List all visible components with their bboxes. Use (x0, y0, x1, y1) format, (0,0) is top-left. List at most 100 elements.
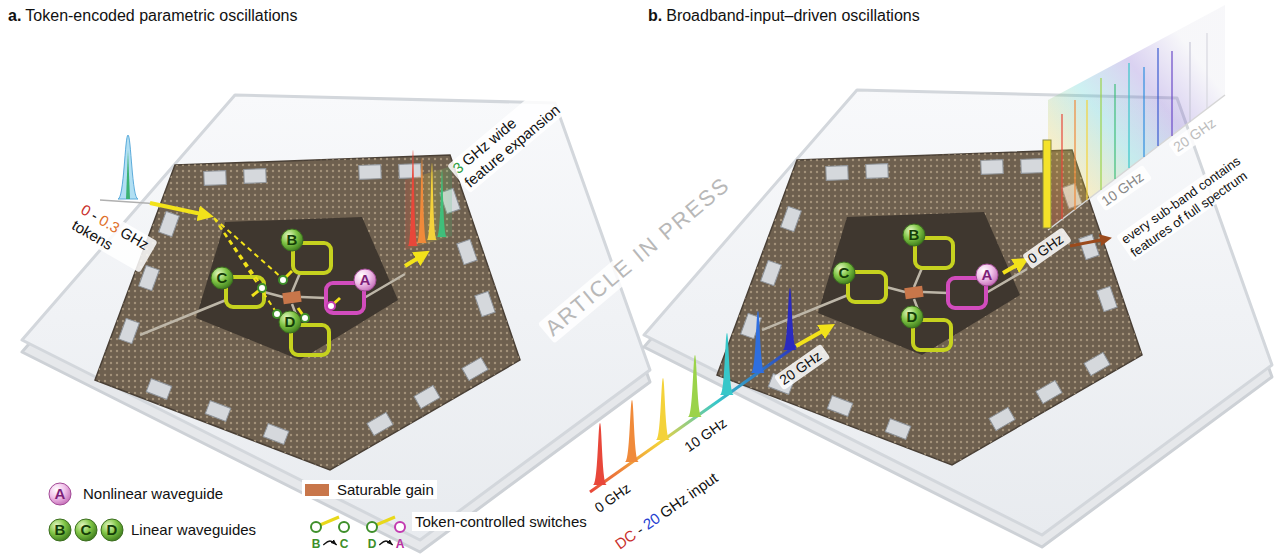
output-bar (1114, 84, 1116, 179)
input-peak (625, 400, 639, 462)
input-peak (656, 378, 670, 440)
input-peak (783, 288, 797, 350)
switch-terminal: C (338, 537, 351, 553)
output-bar (1061, 114, 1063, 219)
waveguide-marker: D (900, 305, 924, 329)
output-bar (1100, 78, 1102, 190)
output-arrow (1003, 262, 1022, 273)
label-text: GHz (117, 223, 152, 254)
axis-label: 0 GHz (1022, 227, 1072, 269)
waveguide-marker: C (832, 261, 856, 285)
feature-peak (437, 170, 447, 237)
switch-dot (327, 302, 335, 310)
switch-dot (301, 314, 309, 322)
sphere (75, 519, 97, 541)
feature-peak (417, 158, 427, 243)
token-peak (118, 135, 138, 199)
switch-terminal-icon (395, 522, 405, 532)
waveguide-marker: A (975, 263, 999, 287)
axis-label: 10 GHz (679, 411, 735, 457)
input-peak (720, 333, 734, 395)
output-arrow (405, 255, 423, 266)
waveguide-letter: A (982, 266, 993, 283)
legend-marker: D (100, 518, 124, 542)
label-text: Token-encoded parametric oscillations (25, 6, 297, 25)
label-text: every sub-band contains features of full… (1118, 142, 1268, 260)
label-text: 0 GHz (591, 480, 633, 517)
token-control-line (214, 218, 282, 312)
sphere (49, 519, 71, 541)
output-bar-highlight (1043, 140, 1051, 228)
switch-terminal-icon (339, 522, 349, 532)
chip-b (644, 90, 1272, 547)
label-text: 20 GHz (776, 348, 825, 389)
switch-terminal: D (366, 537, 379, 553)
legend-entry: Saturable gain (302, 480, 437, 499)
legend-entry: Nonlinear waveguide (80, 484, 226, 503)
switch-dot (258, 284, 266, 292)
input-spectrum (590, 288, 800, 492)
axis-label: 20 GHz (1168, 111, 1224, 157)
waveguide-letter: A (360, 271, 371, 288)
token-band-label: 0-0.3GHztokens (66, 199, 158, 273)
legend-swatch (305, 484, 329, 496)
axis-label: 10 GHz (1096, 165, 1152, 211)
token-peak (126, 150, 130, 199)
waveguide-letter: D (285, 313, 296, 330)
label-text: b. (648, 6, 662, 25)
callout-arrow (1070, 239, 1106, 246)
label-text: GHz input (656, 469, 721, 522)
waveguide-letter: D (107, 521, 118, 538)
waveguide-letter: C (81, 521, 92, 538)
waveguide-letter: D (907, 308, 918, 325)
legend-text: Linear waveguides (131, 521, 256, 538)
waveguide-marker: A (353, 268, 377, 292)
label-text: 10 GHz (1098, 169, 1147, 210)
waveguide-letter: C (217, 269, 228, 286)
sphere (354, 269, 376, 291)
waveguide-marker: C (210, 266, 234, 290)
legend-entry: Token-controlled switches (412, 512, 590, 531)
sphere (279, 311, 301, 333)
watermark: ARTICLE IN PRESS (538, 166, 743, 344)
output-bar (1157, 48, 1159, 146)
output-bar (1206, 33, 1208, 108)
waveguide-letter: D (368, 538, 377, 552)
switch-terminal: B (310, 537, 323, 553)
waveguide-marker: B (902, 223, 926, 247)
legend-text: Token-controlled switches (415, 513, 587, 530)
spectrum-axis (590, 343, 800, 492)
waveguide-letter: C (839, 264, 850, 281)
label-text: Broadband-input–driven oscillations (666, 6, 920, 25)
sphere (903, 224, 925, 246)
label-text: a. (8, 6, 21, 25)
switch-dot (279, 276, 287, 284)
waveguide-marker: D (278, 310, 302, 334)
input-arrow (150, 203, 206, 215)
switch-arrow (379, 541, 392, 545)
output-bar (1086, 100, 1088, 200)
legend-marker: C (74, 518, 98, 542)
feature-spectrum (405, 150, 452, 250)
legend-text: Saturable gain (337, 481, 434, 498)
waveguide-marker: B (280, 228, 304, 252)
output-bar (1074, 100, 1076, 210)
sphere (833, 262, 855, 284)
label-text: 10 GHz (681, 415, 730, 456)
input-peak (688, 355, 702, 417)
switch-icons (311, 517, 405, 532)
axis-label: 0 GHz (589, 476, 639, 518)
legend-marker: B (48, 518, 72, 542)
sphere (211, 267, 233, 289)
feature-label: 3GHz widefeature expansion (447, 83, 569, 194)
axis-label: 20 GHz (774, 344, 830, 390)
input-peak (751, 311, 765, 373)
feature-peak (408, 150, 418, 246)
label-text: 0 GHz (1024, 231, 1066, 268)
sphere (976, 264, 998, 286)
feature-peak (427, 163, 437, 240)
token-spectrum (100, 135, 160, 204)
output-bar (1171, 51, 1173, 136)
